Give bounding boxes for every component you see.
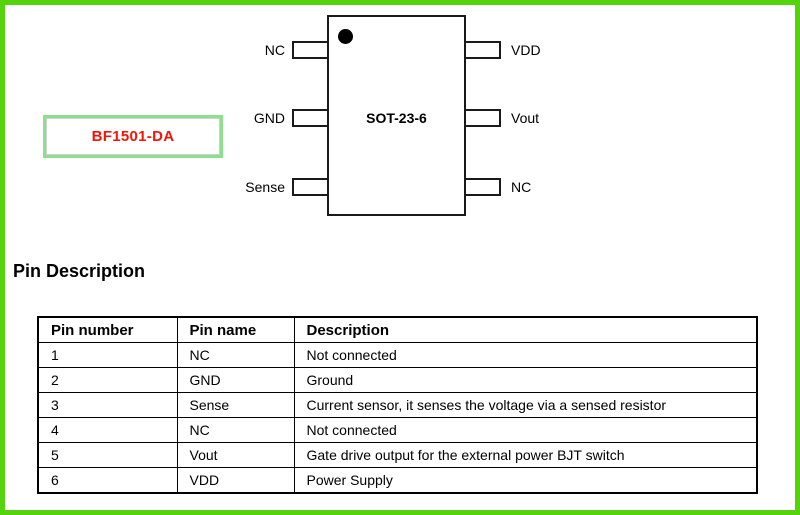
part-number: BF1501-DA bbox=[91, 128, 175, 145]
cell-pin-name: NC bbox=[176, 417, 295, 443]
table-row: 6 VDD Power Supply bbox=[37, 467, 758, 494]
cell-pin-number: 2 bbox=[37, 367, 178, 393]
header-pin-number: Pin number bbox=[37, 316, 178, 343]
cell-pin-name: Sense bbox=[176, 392, 295, 418]
cell-pin-number: 3 bbox=[37, 392, 178, 418]
section-title: Pin Description bbox=[13, 261, 146, 281]
part-number-box: BF1501-DA bbox=[43, 115, 223, 158]
cell-description: Gate drive output for the external power… bbox=[293, 442, 758, 468]
cell-pin-number: 5 bbox=[37, 442, 178, 468]
cell-pin-number: 6 bbox=[37, 467, 178, 494]
table-row: 1 NC Not connected bbox=[37, 342, 758, 368]
cell-pin-name: Vout bbox=[176, 442, 295, 468]
cell-pin-name: NC bbox=[176, 342, 295, 368]
cell-pin-name: GND bbox=[176, 367, 295, 393]
table-row: 5 Vout Gate drive output for the externa… bbox=[37, 442, 758, 468]
pin-label-vout: Vout bbox=[511, 110, 540, 126]
pin-label-sense: Sense bbox=[245, 179, 285, 195]
header-pin-name: Pin name bbox=[176, 316, 295, 343]
table-header-row: Pin number Pin name Description bbox=[37, 316, 758, 343]
pin1-indicator-dot bbox=[338, 29, 353, 44]
chip-body: SOT-23-6 bbox=[327, 15, 466, 216]
cell-description: Power Supply bbox=[293, 467, 758, 494]
pin-stub-4 bbox=[464, 178, 501, 196]
table-row: 2 GND Ground bbox=[37, 367, 758, 393]
pin-label-vdd: VDD bbox=[511, 42, 541, 58]
cell-pin-number: 1 bbox=[37, 342, 178, 368]
cell-description: Current sensor, it senses the voltage vi… bbox=[293, 392, 758, 418]
cell-description: Not connected bbox=[293, 417, 758, 443]
pin-stub-2 bbox=[292, 109, 329, 127]
header-description: Description bbox=[293, 316, 758, 343]
cell-description: Ground bbox=[293, 367, 758, 393]
package-name: SOT-23-6 bbox=[366, 110, 427, 126]
pin-stub-1 bbox=[292, 41, 329, 59]
pin-stub-3 bbox=[292, 178, 329, 196]
table-row: 4 NC Not connected bbox=[37, 417, 758, 443]
pin-label-nc-right: NC bbox=[511, 179, 532, 195]
cell-pin-number: 4 bbox=[37, 417, 178, 443]
table-row: 3 Sense Current sensor, it senses the vo… bbox=[37, 392, 758, 418]
pin-label-gnd: GND bbox=[253, 110, 285, 126]
pin-description-table: Pin number Pin name Description 1 NC Not… bbox=[37, 316, 758, 494]
pin-label-nc-left: NC bbox=[264, 42, 285, 58]
cell-description: Not connected bbox=[293, 342, 758, 368]
pin-stub-5 bbox=[464, 109, 501, 127]
cell-pin-name: VDD bbox=[176, 467, 295, 494]
pin-stub-6 bbox=[464, 41, 501, 59]
